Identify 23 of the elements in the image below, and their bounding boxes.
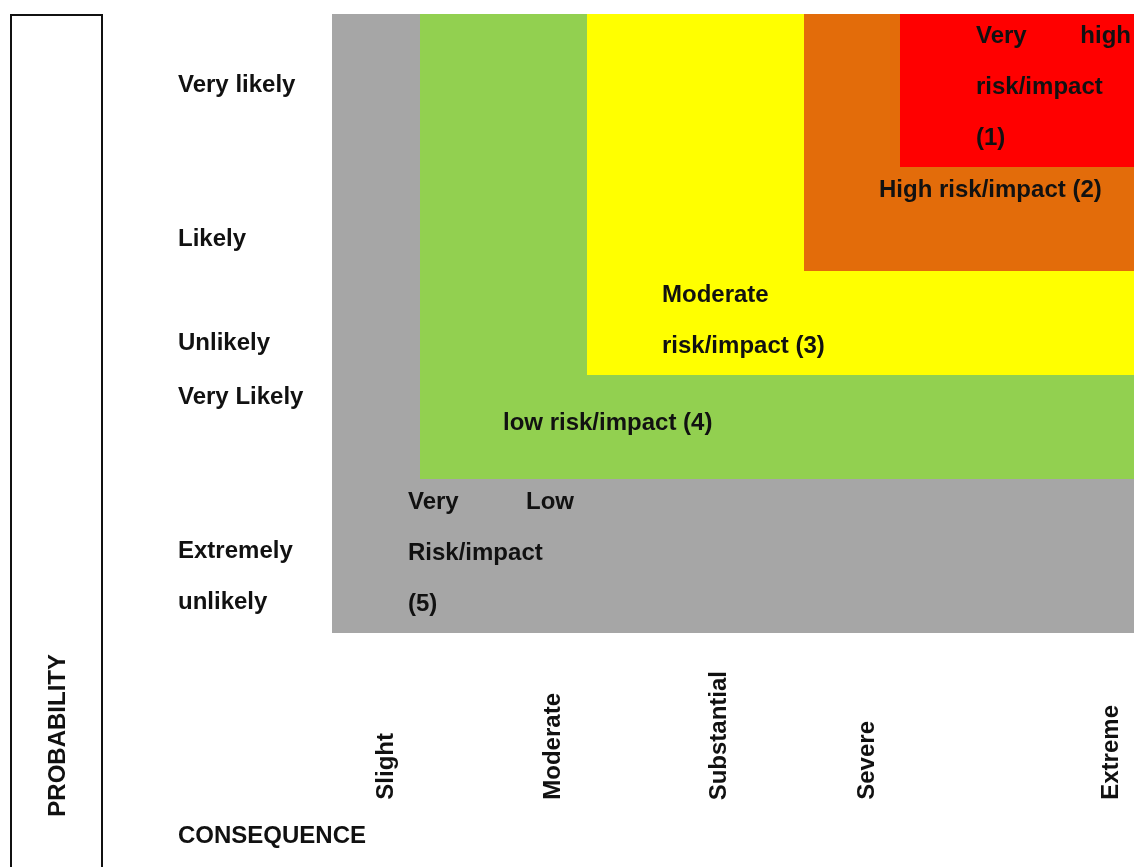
risk-zone bbox=[332, 14, 1134, 633]
column-label: Moderate bbox=[537, 693, 566, 800]
column-label: Substantial bbox=[703, 670, 732, 800]
column-label: Extreme bbox=[1095, 705, 1124, 800]
risk-zone bbox=[804, 14, 1134, 271]
risk-zone bbox=[900, 14, 1134, 167]
zone-label: Very Low Risk/impact (5) bbox=[408, 486, 574, 618]
zone-label: low risk/impact (4) bbox=[503, 407, 714, 437]
risk-zone bbox=[587, 14, 1134, 375]
row-label: Very Likely bbox=[178, 381, 305, 411]
zone-label: Moderate risk/impact (3) bbox=[662, 279, 826, 360]
axis-title: PROBABILITY bbox=[42, 654, 71, 817]
row-label: Very likely bbox=[178, 69, 297, 99]
row-label: Unlikely bbox=[178, 327, 272, 357]
risk-zone bbox=[420, 14, 1134, 479]
row-label: Likely bbox=[178, 223, 248, 253]
axis-title: CONSEQUENCE bbox=[178, 820, 367, 850]
column-label: Severe bbox=[851, 721, 880, 800]
row-label: Extremely unlikely bbox=[178, 535, 294, 616]
column-label: Slight bbox=[370, 733, 399, 800]
zone-label: Very high risk/impact (1) bbox=[976, 20, 1131, 152]
axis-title-box bbox=[10, 14, 103, 867]
zone-label: High risk/impact (2) bbox=[879, 174, 1103, 204]
